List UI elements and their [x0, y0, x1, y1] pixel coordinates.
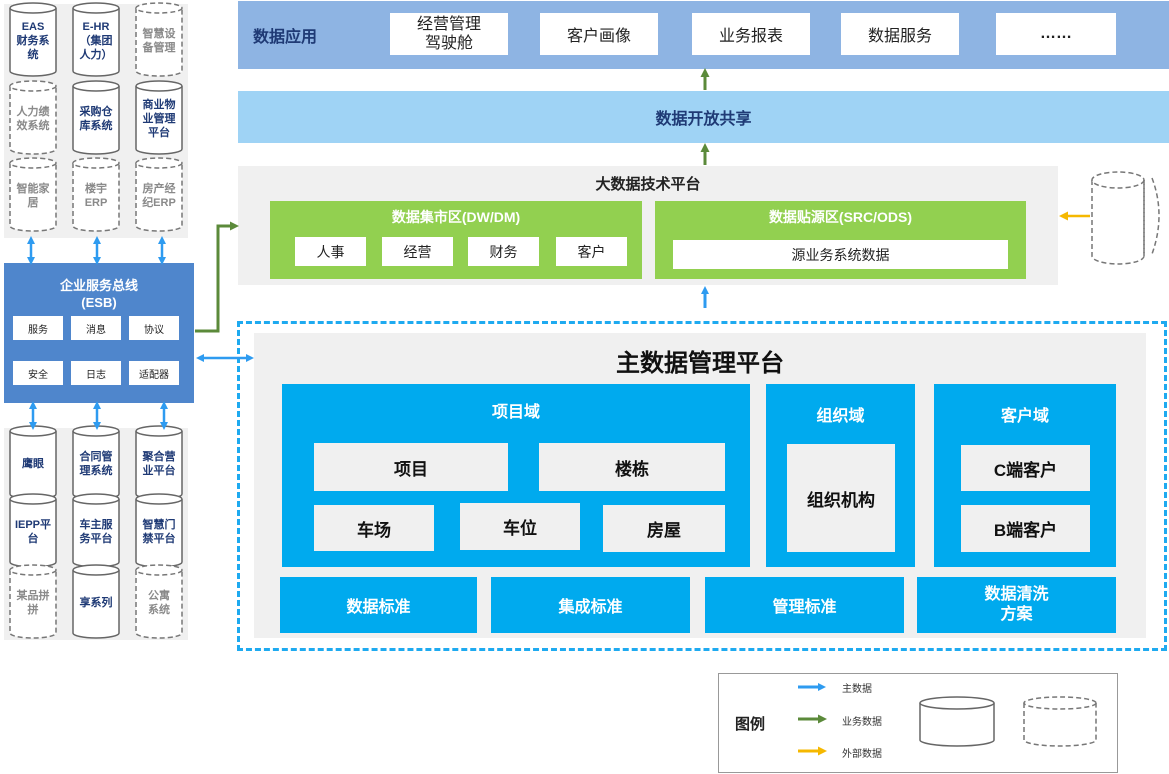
- left-bottom-system-7-label: 某品拼 拼: [16, 590, 50, 616]
- left-top-system-9-label: 房产经 纪ERP: [142, 183, 176, 209]
- dw-item-customer: 客户: [556, 237, 627, 266]
- left-top-system-6-label: 商业物 业管理 平台: [142, 99, 176, 139]
- app-cockpit[interactable]: 经营管理 驾驶舱: [390, 13, 508, 55]
- customer-item-b-end: B端客户: [961, 505, 1090, 552]
- esb-message-button[interactable]: 消息: [71, 316, 121, 340]
- left-top-system-7-label: 智能家 居: [16, 183, 50, 209]
- mdm-dashed-frame: [237, 321, 1167, 651]
- project-item-project: 项目: [314, 443, 508, 491]
- left-top-system-2-label: E-HR （集团 人力）: [79, 21, 113, 61]
- dw-item-hr: 人事: [295, 237, 366, 266]
- standard-data-cleaning: 数据清洗 方案: [917, 577, 1116, 633]
- customer-domain-title: 客户域: [1000, 408, 1049, 425]
- esb-protocol-button[interactable]: 协议: [129, 316, 179, 340]
- src-zone-title: 数据贴源区(SRC/ODS): [768, 209, 913, 225]
- bigdata-title: 大数据技术平台: [595, 175, 701, 193]
- internet-data-label: 互联网 数据: [1101, 208, 1135, 234]
- left-bottom-system-5-label: 车主服 务平台: [79, 519, 113, 545]
- src-item-source-data: 源业务系统数据: [673, 240, 1008, 269]
- standard-data: 数据标准: [280, 577, 477, 633]
- project-item-parking-lot: 车场: [314, 505, 434, 551]
- data-application-title: 数据应用: [252, 29, 317, 46]
- left-bottom-system-6-label: 智慧门 禁平台: [142, 519, 176, 545]
- app-business-report[interactable]: 业务报表: [692, 13, 810, 55]
- project-item-building: 楼栋: [539, 443, 725, 491]
- standard-integration: 集成标准: [491, 577, 690, 633]
- app-more[interactable]: ……: [996, 13, 1116, 55]
- customer-item-c-end: C端客户: [961, 445, 1090, 491]
- left-top-system-1-label: EAS 财务系 统: [16, 21, 50, 61]
- left-bottom-system-2-label: 合同管 理系统: [79, 451, 113, 477]
- esb-adapter-button[interactable]: 适配器: [129, 361, 179, 385]
- esb-service-button[interactable]: 服务: [13, 316, 63, 340]
- dw-zone-title: 数据集市区(DW/DM): [391, 209, 521, 225]
- left-bottom-system-1-label: 鹰眼: [22, 458, 44, 470]
- standard-management: 管理标准: [705, 577, 904, 633]
- esb-log-button[interactable]: 日志: [71, 361, 121, 385]
- legend-current-label: 本期接入: [937, 718, 978, 729]
- app-data-service[interactable]: 数据服务: [841, 13, 959, 55]
- left-top-system-5-label: 采购仓 库系统: [79, 106, 113, 132]
- left-top-system-3-label: 智慧设 备管理: [142, 28, 176, 54]
- arrow-esb-to-bigdata: [195, 221, 239, 333]
- mdm-title: 主数据管理平台: [616, 349, 784, 377]
- legend-title: 图例: [734, 715, 765, 733]
- legend-future-label: 未来接入: [1040, 718, 1080, 729]
- left-bottom-system-4-label: IEPP平 台: [14, 519, 52, 545]
- esb-security-button[interactable]: 安全: [13, 361, 63, 385]
- esb-title: 企业服务总线 (ESB): [59, 278, 138, 310]
- left-bottom-system-9-label: 公寓 系统: [148, 590, 170, 616]
- project-domain-title: 项目域: [491, 404, 540, 421]
- legend-business-data-label: 业务数据: [842, 717, 882, 728]
- legend-external-data-label: 外部数据: [842, 749, 882, 760]
- left-bottom-system-8-label: 享系列: [79, 597, 113, 609]
- org-domain-title: 组织域: [816, 408, 865, 425]
- project-item-parking-space: 车位: [460, 503, 580, 550]
- dw-item-operation: 经营: [382, 237, 453, 266]
- org-item-organization: 组织机构: [787, 444, 895, 552]
- left-top-system-8-label: 楼宇 ERP: [84, 183, 108, 209]
- project-item-house: 房屋: [603, 505, 725, 552]
- left-top-system-4-label: 人力绩 效系统: [16, 106, 50, 132]
- left-bottom-system-3-label: 聚合营 业平台: [142, 451, 176, 477]
- app-customer-portrait[interactable]: 客户画像: [540, 13, 658, 55]
- dw-item-finance: 财务: [468, 237, 539, 266]
- legend-main-data-label: 主数据: [842, 684, 872, 695]
- data-share-band: 数据开放共享: [238, 91, 1169, 143]
